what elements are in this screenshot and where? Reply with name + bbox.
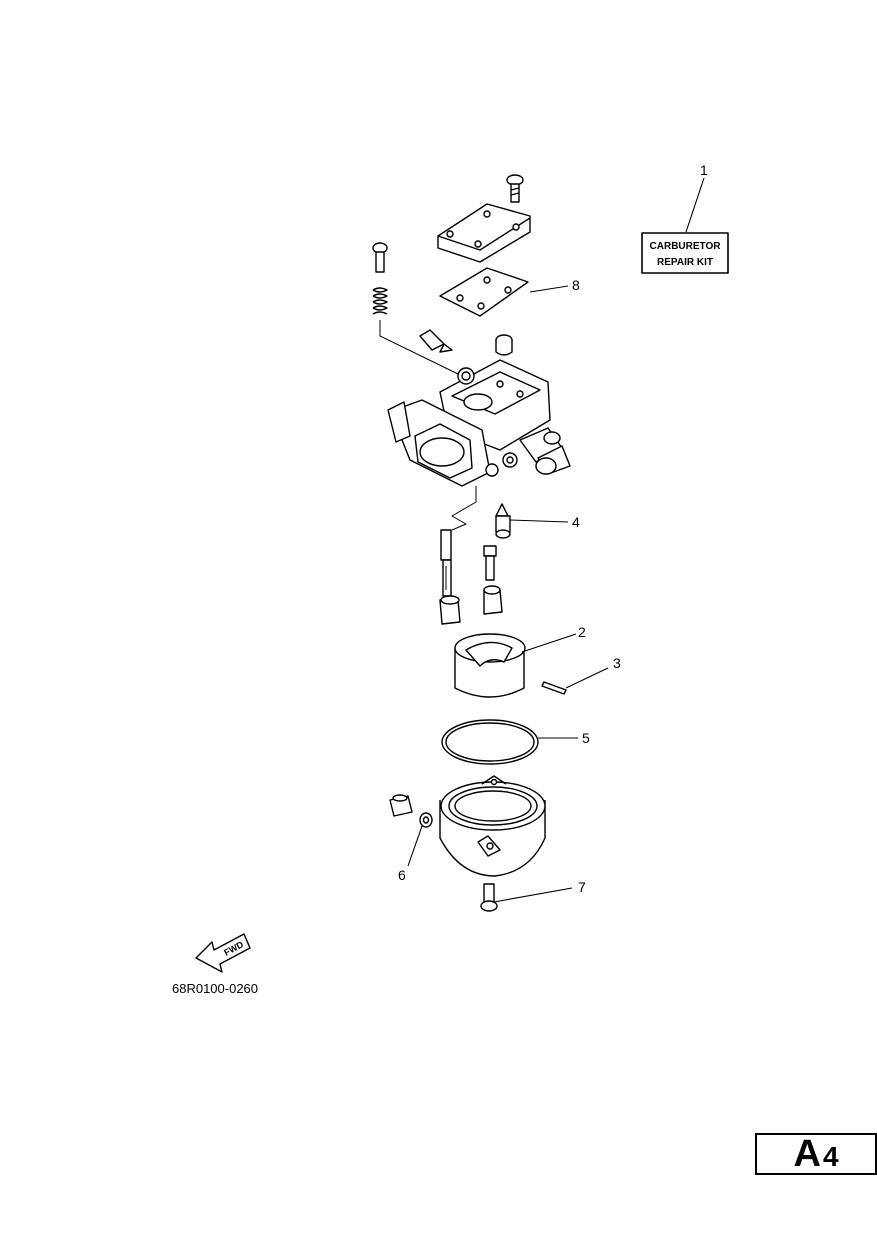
- callout-7: 7: [578, 879, 586, 895]
- callout-8: 8: [572, 277, 580, 293]
- kit-label-line1: CARBURETOR: [650, 241, 722, 252]
- callout-6: 6: [398, 867, 406, 883]
- float: [454, 633, 526, 698]
- emulsion-tube: [440, 529, 452, 597]
- washer: [419, 812, 433, 828]
- cover-plate: [437, 203, 531, 263]
- main-nozzle: [483, 545, 497, 581]
- page-tag-letter: A: [793, 1132, 821, 1175]
- callout-2: 2: [578, 624, 586, 640]
- top-screw: [506, 174, 524, 203]
- spring: [372, 287, 388, 315]
- cap: [495, 334, 513, 356]
- callout-5: 5: [582, 730, 590, 746]
- callout-4: 4: [572, 514, 580, 530]
- main-jet: [483, 585, 503, 615]
- part-code: 68R0100-0260: [172, 981, 259, 996]
- callout-1: 1: [700, 162, 708, 178]
- cover-gasket: [439, 267, 529, 317]
- float-pin: [541, 681, 567, 695]
- o-ring: [441, 719, 539, 765]
- callout-3: 3: [613, 655, 621, 671]
- kit-label-line2: REPAIR KIT: [657, 257, 713, 268]
- needle-screw: [419, 329, 453, 353]
- page-tag-number: 4: [822, 1141, 839, 1172]
- pilot-screw: [372, 242, 388, 273]
- pilot-jet: [439, 595, 461, 625]
- needle-valve: [495, 503, 511, 539]
- page-tag: A 4: [755, 1133, 877, 1175]
- carburetor-body: [387, 359, 571, 487]
- bowl-screw: [480, 883, 498, 912]
- fwd-arrow-icon: [195, 933, 251, 973]
- float-bowl: [439, 775, 546, 877]
- drain-screw: [389, 794, 413, 817]
